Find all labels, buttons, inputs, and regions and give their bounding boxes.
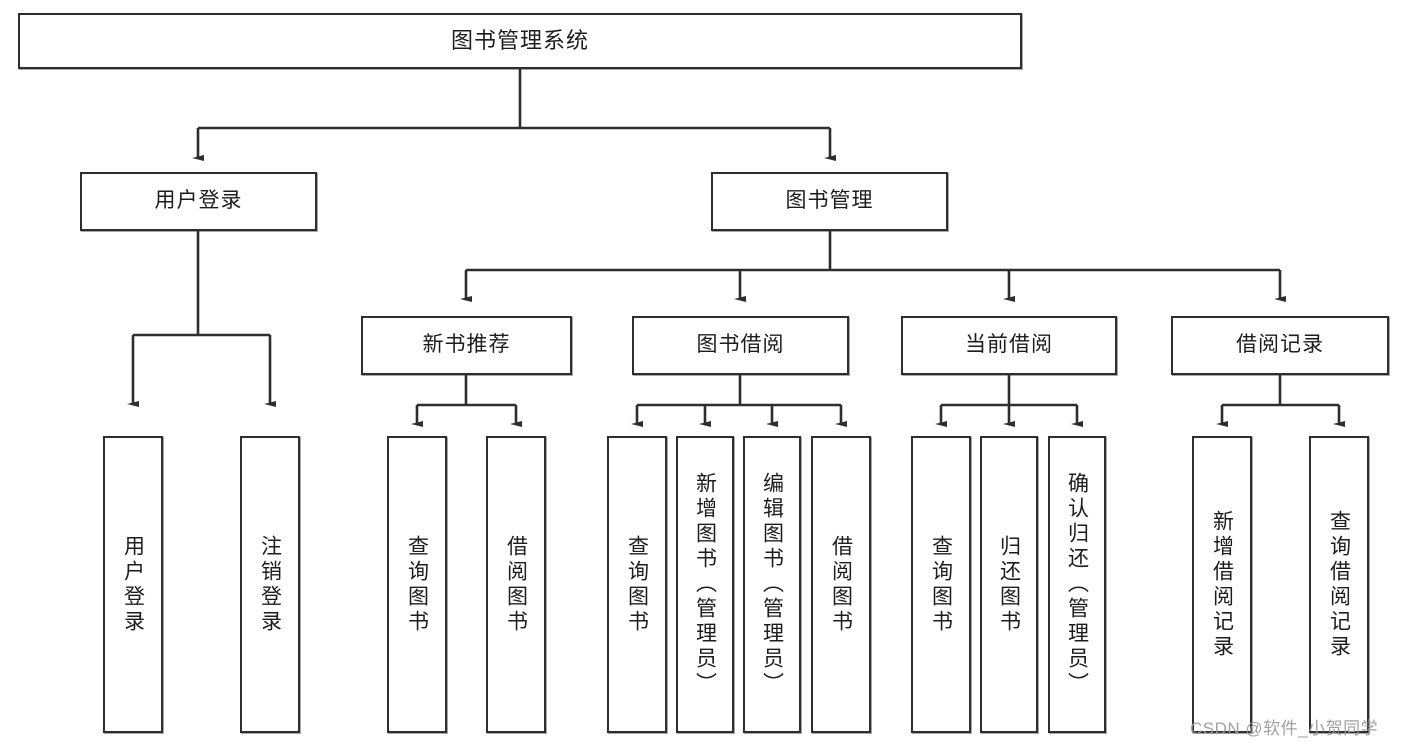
- leaf-borrow-book-recommend[interactable]: 借阅图书: [486, 436, 546, 733]
- node-label: 图书管理系统: [450, 28, 589, 54]
- node-label: 新书推荐: [422, 333, 511, 357]
- node-current-borrow[interactable]: 当前借阅: [901, 316, 1117, 375]
- node-label: 图书借阅: [696, 333, 785, 357]
- leaf-confirm-return-admin[interactable]: 确认归还（管理员）: [1048, 436, 1106, 733]
- leaf-query-book-recommend[interactable]: 查询图书: [387, 436, 447, 733]
- watermark-csdn: CSDN @软件_小贺同学: [1190, 719, 1379, 738]
- leaf-add-borrow-record[interactable]: 新增借阅记录: [1192, 436, 1252, 733]
- node-label: 新增借阅记录: [1210, 509, 1234, 660]
- node-user-login[interactable]: 用户登录: [80, 172, 317, 231]
- node-label: 借阅图书: [504, 534, 528, 635]
- leaf-borrow-book[interactable]: 借阅图书: [811, 436, 871, 733]
- node-book-management[interactable]: 图书管理: [711, 172, 948, 231]
- node-label: 用户登录: [121, 534, 145, 635]
- node-root[interactable]: 图书管理系统: [18, 13, 1022, 69]
- node-label: 新增图书（管理员）: [693, 472, 717, 697]
- leaf-query-borrow-record[interactable]: 查询借阅记录: [1309, 436, 1369, 733]
- leaf-query-book-current[interactable]: 查询图书: [911, 436, 971, 733]
- node-label: 用户登录: [154, 189, 243, 213]
- leaf-edit-book-admin[interactable]: 编辑图书（管理员）: [743, 436, 801, 733]
- leaf-add-book-admin[interactable]: 新增图书（管理员）: [676, 436, 734, 733]
- node-label: 当前借阅: [965, 333, 1053, 357]
- node-label: 查询图书: [929, 534, 953, 635]
- node-label: 图书管理: [785, 189, 874, 213]
- node-label: 编辑图书（管理员）: [760, 472, 784, 697]
- node-label: 确认归还（管理员）: [1065, 472, 1089, 697]
- node-borrow-record[interactable]: 借阅记录: [1171, 316, 1389, 375]
- node-label: 借阅图书: [829, 534, 853, 635]
- leaf-query-book-borrow[interactable]: 查询图书: [607, 436, 667, 733]
- node-label: 借阅记录: [1236, 333, 1324, 357]
- leaf-logout[interactable]: 注销登录: [240, 436, 300, 733]
- node-label: 查询图书: [625, 534, 649, 635]
- node-new-book-recommend[interactable]: 新书推荐: [361, 316, 572, 375]
- node-label: 查询借阅记录: [1327, 509, 1351, 660]
- leaf-user-login[interactable]: 用户登录: [103, 436, 163, 733]
- leaf-return-book[interactable]: 归还图书: [980, 436, 1038, 733]
- node-book-borrow[interactable]: 图书借阅: [632, 316, 849, 375]
- node-label: 注销登录: [258, 534, 282, 635]
- node-label: 归还图书: [997, 534, 1021, 635]
- node-label: 查询图书: [405, 534, 429, 635]
